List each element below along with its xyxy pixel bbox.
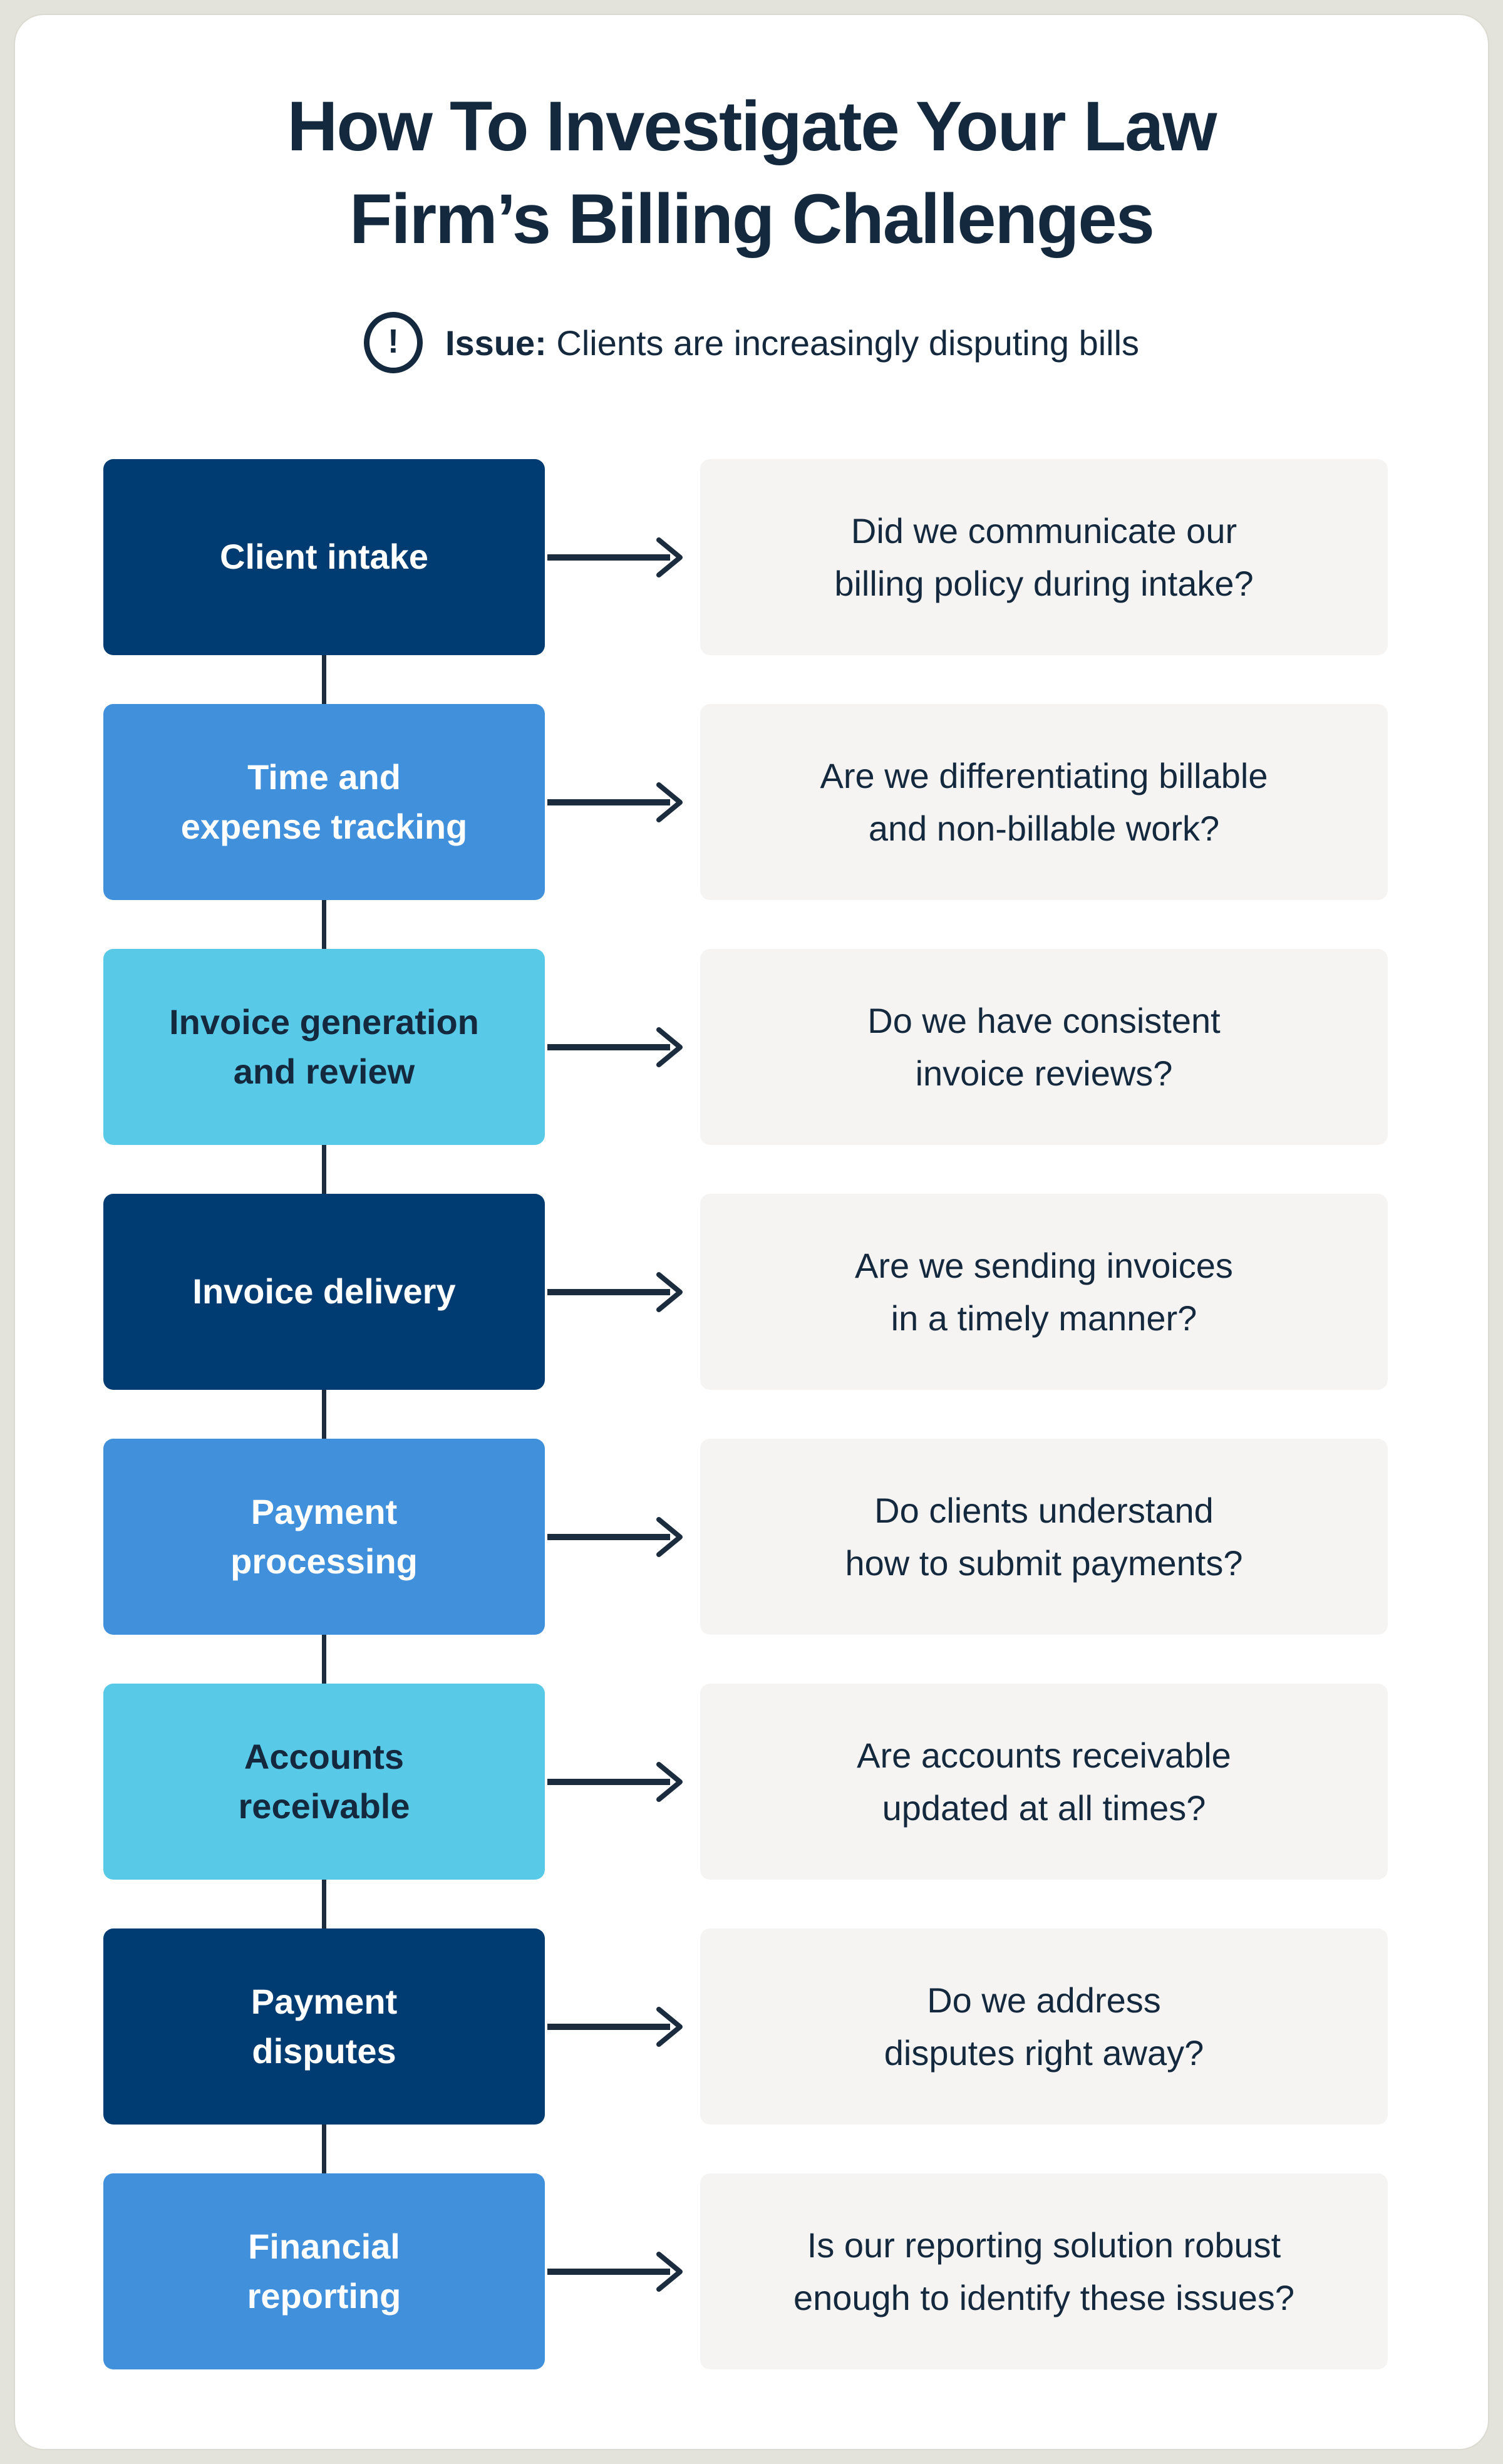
right-arrow-icon: [545, 1928, 700, 2125]
question-box: Do we have consistent invoice reviews?: [700, 949, 1388, 1145]
stage-label-line2: receivable: [238, 1786, 410, 1826]
issue-label: Issue:: [445, 323, 547, 363]
right-arrow-icon: [545, 1684, 700, 1880]
stage-label-line2: and review: [233, 1051, 415, 1091]
stage-box-client-intake: Client intake: [103, 459, 545, 655]
page-title-line2: Firm’s Billing Challenges: [349, 179, 1155, 258]
stage-label: Payment: [250, 1982, 398, 2022]
flow-row-financial-reporting: Financial reporting Is our reporting sol…: [103, 2173, 1388, 2369]
stage-box-payment-disputes: Payment disputes: [103, 1928, 545, 2125]
question-line: updated at all times?: [882, 1788, 1206, 1828]
question-line: enough to identify these issues?: [793, 2277, 1295, 2317]
issue-text: Issue: Clients are increasingly disputin…: [445, 323, 1139, 363]
flow-row-invoice-generation-review: Invoice generation and review Do we have…: [103, 949, 1388, 1194]
question-box: Are we differentiating billable and non-…: [700, 704, 1388, 900]
right-arrow-icon: [545, 1194, 700, 1390]
question-line: Do we have consistent: [867, 1000, 1221, 1040]
question-line: Are we differentiating billable: [820, 755, 1268, 795]
flow-row-time-expense-tracking: Time and expense tracking Are we differe…: [103, 704, 1388, 949]
vertical-connector-line: [322, 1880, 326, 1928]
stage-label: Accounts: [244, 1737, 405, 1777]
question-line: Do clients understand: [874, 1490, 1214, 1530]
question-line: and non-billable work?: [868, 808, 1220, 848]
right-arrow-icon: [545, 1439, 700, 1635]
flow-row-accounts-receivable: Accounts receivable Are accounts receiva…: [103, 1684, 1388, 1928]
right-arrow-icon: [545, 949, 700, 1145]
question-line: in a timely manner?: [891, 1298, 1197, 1338]
question-box: Are we sending invoices in a timely mann…: [700, 1194, 1388, 1390]
question-line: Are we sending invoices: [855, 1245, 1233, 1285]
page-title: How To Investigate Your Law Firm’s Billi…: [0, 80, 1503, 266]
stage-box-invoice-delivery: Invoice delivery: [103, 1194, 545, 1390]
flow-row-client-intake: Client intake Did we communicate our bil…: [103, 459, 1388, 704]
question-line: how to submit payments?: [845, 1543, 1243, 1583]
question-box: Did we communicate our billing policy du…: [700, 459, 1388, 655]
stage-label: Invoice delivery: [192, 1271, 456, 1312]
right-arrow-icon: [545, 2173, 700, 2369]
stage-label: Time and: [247, 757, 401, 797]
question-box: Do clients understand how to submit paym…: [700, 1439, 1388, 1635]
vertical-connector-line: [322, 1145, 326, 1194]
stage-box-financial-reporting: Financial reporting: [103, 2173, 545, 2369]
vertical-connector-line: [322, 2125, 326, 2173]
stage-box-accounts-receivable: Accounts receivable: [103, 1684, 545, 1880]
stage-label-line2: processing: [230, 1541, 418, 1581]
question-line: disputes right away?: [884, 2032, 1204, 2073]
vertical-connector-line: [322, 655, 326, 704]
question-box: Are accounts receivable updated at all t…: [700, 1684, 1388, 1880]
flow-row-invoice-delivery: Invoice delivery Are we sending invoices…: [103, 1194, 1388, 1439]
issue-banner: ! Issue: Clients are increasingly disput…: [0, 308, 1503, 377]
flow-row-payment-disputes: Payment disputes Do we address disputes …: [103, 1928, 1388, 2173]
question-line: Did we communicate our: [850, 510, 1237, 551]
vertical-connector-line: [322, 1390, 326, 1439]
flow-row-payment-processing: Payment processing Do clients understand…: [103, 1439, 1388, 1684]
question-line: Is our reporting solution robust: [807, 2225, 1281, 2265]
vertical-connector-line: [322, 900, 326, 949]
vertical-connector-line: [322, 1635, 326, 1684]
stage-box-time-expense-tracking: Time and expense tracking: [103, 704, 545, 900]
stage-label-line2: reporting: [247, 2275, 401, 2316]
stage-label-line2: expense tracking: [180, 806, 468, 846]
stage-label: Payment: [250, 1492, 398, 1532]
question-line: Do we address: [927, 1980, 1161, 2020]
alert-exclamation-icon: !: [363, 312, 423, 373]
question-line: billing policy during intake?: [834, 563, 1254, 603]
right-arrow-icon: [545, 704, 700, 900]
stage-label: Client intake: [220, 537, 428, 577]
stage-box-invoice-generation-review: Invoice generation and review: [103, 949, 545, 1145]
question-line: Are accounts receivable: [857, 1735, 1231, 1775]
stage-label-line2: disputes: [252, 2031, 396, 2071]
stage-box-payment-processing: Payment processing: [103, 1439, 545, 1635]
question-box: Is our reporting solution robust enough …: [700, 2173, 1388, 2369]
stage-label: Financial: [248, 2227, 400, 2267]
question-box: Do we address disputes right away?: [700, 1928, 1388, 2125]
stage-label: Invoice generation: [169, 1002, 479, 1042]
issue-description: Clients are increasingly disputing bills: [556, 323, 1140, 363]
question-line: invoice reviews?: [915, 1053, 1173, 1093]
page-title-line1: How To Investigate Your Law: [287, 87, 1217, 165]
right-arrow-icon: [545, 459, 700, 655]
